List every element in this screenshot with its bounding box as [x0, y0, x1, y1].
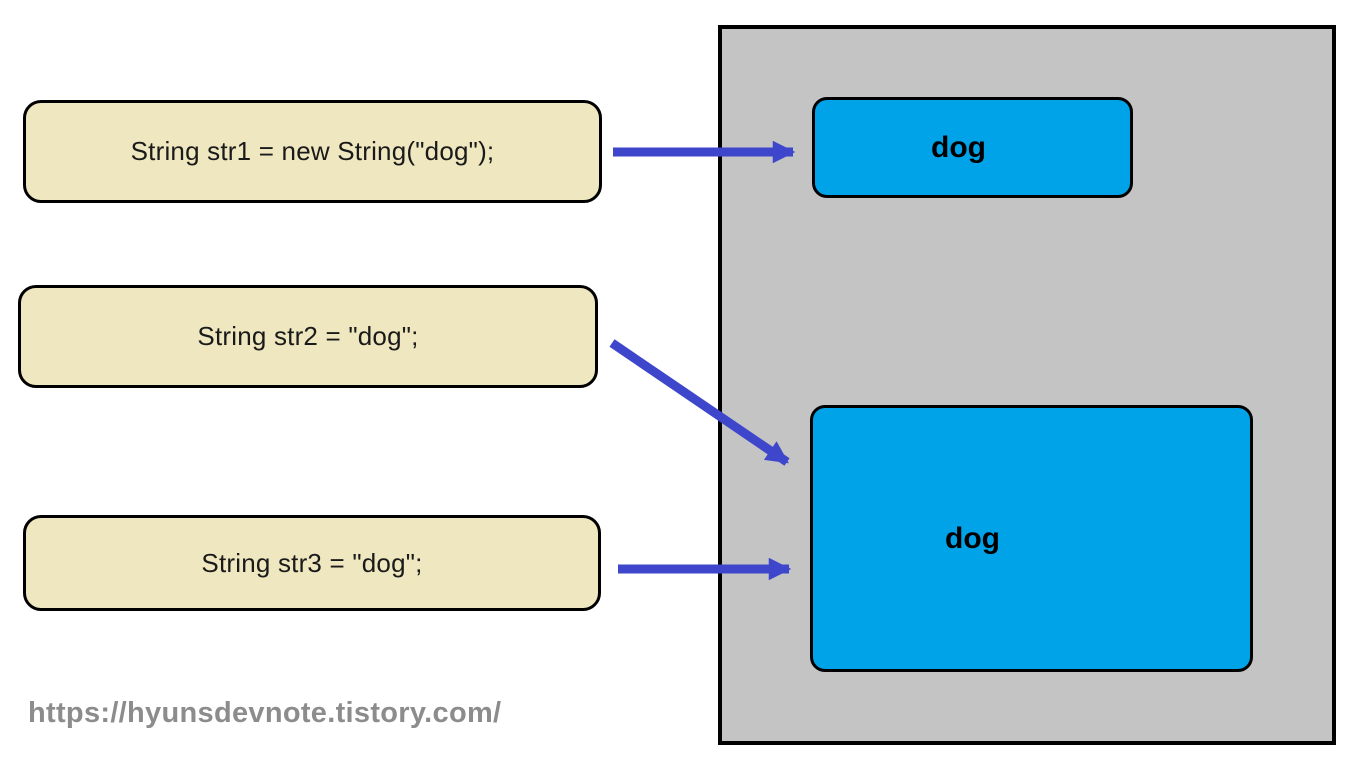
- code-box-str1: String str1 = new String("dog");: [23, 100, 602, 203]
- code-box-str2: String str2 = "dog";: [18, 285, 598, 388]
- string-object-1: dog: [812, 97, 1133, 198]
- string-object-2-label: dog: [945, 521, 1000, 555]
- string-object-2: dog: [810, 405, 1253, 672]
- code-box-str3-label: String str3 = "dog";: [201, 547, 423, 578]
- watermark-url: https://hyunsdevnote.tistory.com/: [28, 697, 502, 729]
- code-box-str3: String str3 = "dog";: [23, 515, 601, 611]
- code-box-str1-label: String str1 = new String("dog");: [130, 136, 495, 166]
- string-object-1-label: dog: [931, 130, 986, 164]
- code-box-str2-label: String str2 = "dog";: [197, 321, 419, 351]
